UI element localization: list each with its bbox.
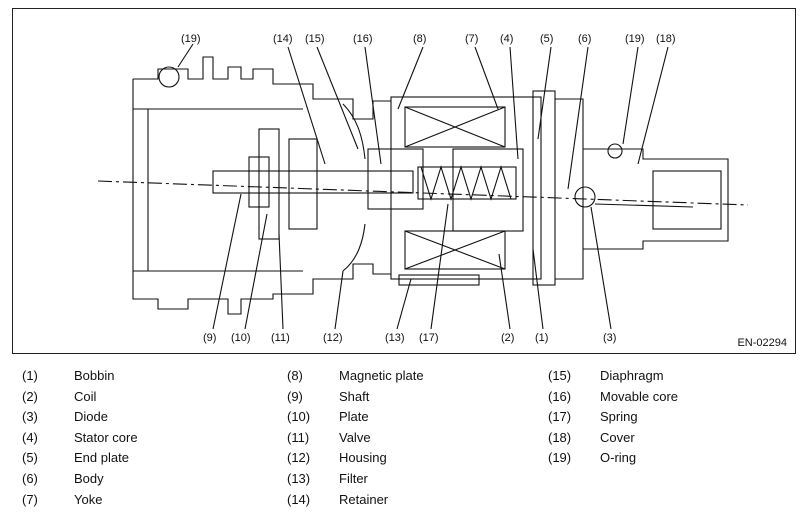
legend-item: (14)Retainer bbox=[287, 491, 389, 507]
cover-outline bbox=[583, 148, 729, 250]
filter bbox=[398, 274, 480, 286]
callout-19-left: (19) bbox=[181, 33, 201, 45]
legend-column-1: (1)Bobbin (2)Coil (3)Diode (4)Stator cor… bbox=[22, 366, 138, 510]
callout-5: (5) bbox=[540, 33, 553, 45]
callout-19-right: (19) bbox=[625, 33, 645, 45]
housing-top-outline bbox=[133, 56, 391, 120]
cross-section-figure: (19) (14) (15) (16) (8) (7) (4) (5) (6) … bbox=[12, 8, 796, 354]
legend-item: (12)Housing bbox=[287, 450, 387, 466]
callout-15: (15) bbox=[305, 33, 325, 45]
legend-column-3: (15)Diaphragm (16)Movable core (17)Sprin… bbox=[548, 366, 678, 469]
callout-10: (10) bbox=[231, 332, 251, 344]
callout-8: (8) bbox=[413, 33, 426, 45]
retainer-element bbox=[288, 138, 318, 230]
drawing-lines bbox=[97, 43, 749, 330]
callout-9: (9) bbox=[203, 332, 216, 344]
diode-lead bbox=[594, 203, 694, 208]
legend-item: (17)Spring bbox=[548, 409, 638, 425]
legend-item: (19)O-ring bbox=[548, 450, 637, 466]
parts-legend: (1)Bobbin (2)Coil (3)Diode (4)Stator cor… bbox=[0, 366, 806, 516]
legend-item: (2)Coil bbox=[22, 388, 97, 404]
connector-inner bbox=[652, 170, 722, 230]
o-ring-left bbox=[158, 66, 180, 88]
legend-item: (18)Cover bbox=[548, 429, 635, 445]
callout-18: (18) bbox=[656, 33, 676, 45]
coil-upper-hatch bbox=[404, 106, 506, 148]
legend-item: (6)Body bbox=[22, 470, 104, 486]
legend-item: (3)Diode bbox=[22, 409, 108, 425]
legend-item: (9)Shaft bbox=[287, 388, 370, 404]
spring-outline bbox=[417, 166, 517, 200]
end-plate bbox=[532, 90, 556, 286]
legend-item: (1)Bobbin bbox=[22, 368, 115, 383]
legend-item: (7)Yoke bbox=[22, 491, 103, 507]
legend-item: (4)Stator core bbox=[22, 429, 138, 445]
callout-2: (2) bbox=[501, 332, 514, 344]
callout-12: (12) bbox=[323, 332, 343, 344]
diaphragm bbox=[342, 103, 366, 272]
callout-3: (3) bbox=[603, 332, 616, 344]
body-section bbox=[555, 98, 584, 280]
callout-17: (17) bbox=[419, 332, 439, 344]
legend-item: (16)Movable core bbox=[548, 388, 679, 404]
valve-disc bbox=[258, 128, 280, 240]
legend-item: (11)Valve bbox=[287, 429, 371, 445]
callout-7: (7) bbox=[465, 33, 478, 45]
movable-core bbox=[367, 148, 424, 210]
legend-item: (10)Plate bbox=[287, 409, 369, 425]
o-ring-right bbox=[607, 143, 623, 159]
spring-coil bbox=[420, 165, 512, 201]
callout-1: (1) bbox=[535, 332, 548, 344]
callout-4: (4) bbox=[500, 33, 513, 45]
leader-lines bbox=[177, 43, 669, 330]
callout-labels: (19) (14) (15) (16) (8) (7) (4) (5) (6) … bbox=[181, 33, 676, 344]
legend-item: (13)Filter bbox=[287, 470, 368, 486]
legend-item: (5)End plate bbox=[22, 450, 129, 466]
legend-item: (8)Magnetic plate bbox=[287, 368, 424, 383]
callout-14: (14) bbox=[273, 33, 293, 45]
callout-16: (16) bbox=[353, 33, 373, 45]
diode bbox=[574, 186, 596, 208]
diagram-svg: (19) (14) (15) (16) (8) (7) (4) (5) (6) … bbox=[97, 33, 749, 344]
coil-upper bbox=[404, 106, 506, 148]
legend-column-2: (8)Magnetic plate (9)Shaft (10)Plate (11… bbox=[287, 366, 424, 510]
housing-bottom-outline bbox=[132, 79, 391, 315]
coil-lower-hatch bbox=[404, 230, 506, 270]
yoke-outline bbox=[390, 96, 542, 280]
callout-6: (6) bbox=[578, 33, 591, 45]
shaft bbox=[212, 170, 414, 194]
figure-id: EN-02294 bbox=[737, 337, 787, 349]
callout-13: (13) bbox=[385, 332, 405, 344]
callout-11: (11) bbox=[271, 332, 290, 344]
legend-item: (15)Diaphragm bbox=[548, 368, 664, 383]
stator-core bbox=[452, 148, 524, 232]
